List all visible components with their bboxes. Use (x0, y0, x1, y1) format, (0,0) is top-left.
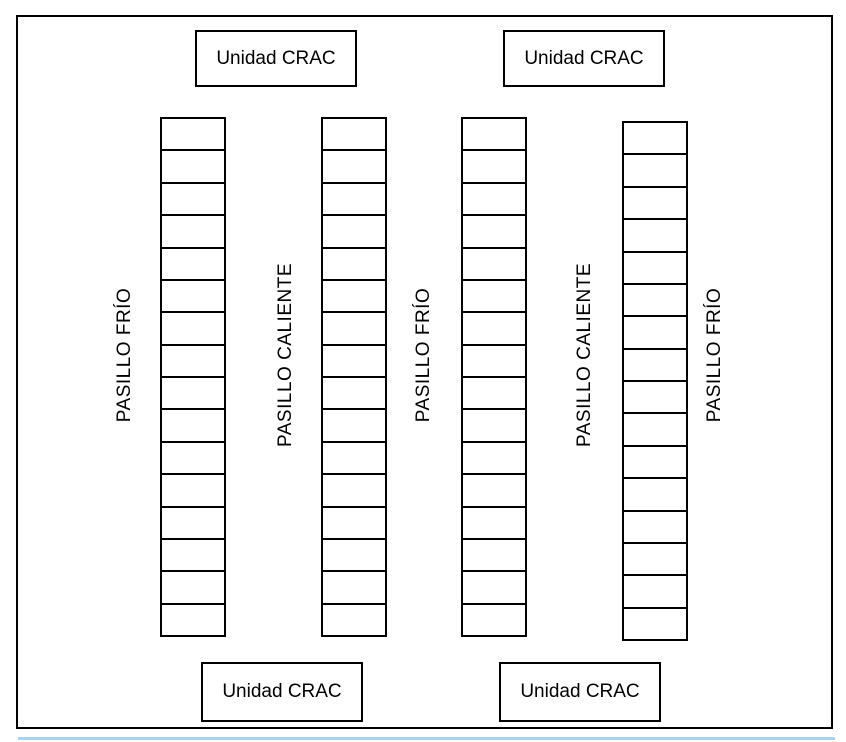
rack-unit (463, 249, 525, 281)
rack-unit (162, 281, 224, 314)
rack-unit (463, 475, 525, 508)
rack-unit (463, 184, 525, 217)
rack-unit (323, 346, 385, 378)
rack-unit (323, 443, 385, 476)
rack-unit (463, 346, 525, 378)
rack-unit (624, 609, 686, 639)
rack-unit (162, 475, 224, 508)
rack-unit (624, 350, 686, 382)
rack-unit (162, 184, 224, 217)
rack-unit (463, 281, 525, 314)
rack-unit (162, 443, 224, 476)
rack-unit (323, 249, 385, 281)
rack-unit (323, 313, 385, 346)
rack-unit (463, 410, 525, 443)
rack-unit (463, 119, 525, 152)
rack-unit (463, 443, 525, 476)
rack-unit (162, 313, 224, 346)
rack-unit (323, 184, 385, 217)
rack-unit (624, 317, 686, 350)
rack-unit (624, 285, 686, 318)
rack-unit (162, 605, 224, 635)
rack-unit (624, 155, 686, 188)
rack-unit (162, 346, 224, 378)
rack-unit (323, 508, 385, 540)
rack-unit (323, 378, 385, 411)
bottom-rule (18, 737, 835, 740)
rack-row-4 (622, 121, 688, 641)
rack-unit (624, 544, 686, 577)
crac-unit-bottom-left: Unidad CRAC (201, 662, 363, 722)
rack-unit (323, 572, 385, 605)
rack-unit (162, 216, 224, 249)
rack-unit (162, 151, 224, 184)
rack-unit (624, 382, 686, 415)
crac-unit-bottom-right: Unidad CRAC (499, 662, 661, 722)
rack-unit (323, 475, 385, 508)
rack-unit (162, 508, 224, 540)
rack-unit (624, 512, 686, 544)
rack-row-2 (321, 117, 387, 637)
rack-unit (463, 605, 525, 635)
rack-unit (463, 313, 525, 346)
server-room-outline (16, 15, 833, 729)
aisle-label-cold-2: PASILLO FRÍO (413, 287, 434, 423)
rack-unit (624, 447, 686, 480)
rack-unit (162, 572, 224, 605)
rack-unit (624, 188, 686, 221)
rack-unit (323, 119, 385, 152)
rack-unit (624, 253, 686, 285)
rack-unit (463, 151, 525, 184)
rack-unit (624, 123, 686, 156)
rack-unit (463, 378, 525, 411)
rack-unit (162, 410, 224, 443)
aisle-label-hot-2: PASILLO CALIENTE (574, 263, 595, 447)
rack-unit (162, 119, 224, 152)
rack-unit (162, 249, 224, 281)
rack-unit (463, 508, 525, 540)
aisle-label-cold-3: PASILLO FRÍO (704, 287, 725, 423)
rack-row-3 (461, 117, 527, 637)
rack-unit (323, 151, 385, 184)
crac-unit-top-left: Unidad CRAC (195, 30, 357, 87)
crac-unit-top-right: Unidad CRAC (503, 30, 665, 87)
rack-unit (323, 605, 385, 635)
aisle-label-hot-1: PASILLO CALIENTE (275, 263, 296, 447)
rack-unit (624, 576, 686, 609)
rack-unit (323, 216, 385, 249)
rack-unit (624, 414, 686, 447)
rack-unit (624, 220, 686, 253)
rack-unit (162, 378, 224, 411)
rack-unit (323, 410, 385, 443)
rack-unit (624, 479, 686, 512)
rack-unit (323, 540, 385, 573)
rack-unit (463, 216, 525, 249)
rack-unit (463, 572, 525, 605)
rack-row-1 (160, 117, 226, 637)
rack-unit (323, 281, 385, 314)
rack-unit (463, 540, 525, 573)
rack-unit (162, 540, 224, 573)
aisle-label-cold-1: PASILLO FRÍO (114, 287, 135, 423)
